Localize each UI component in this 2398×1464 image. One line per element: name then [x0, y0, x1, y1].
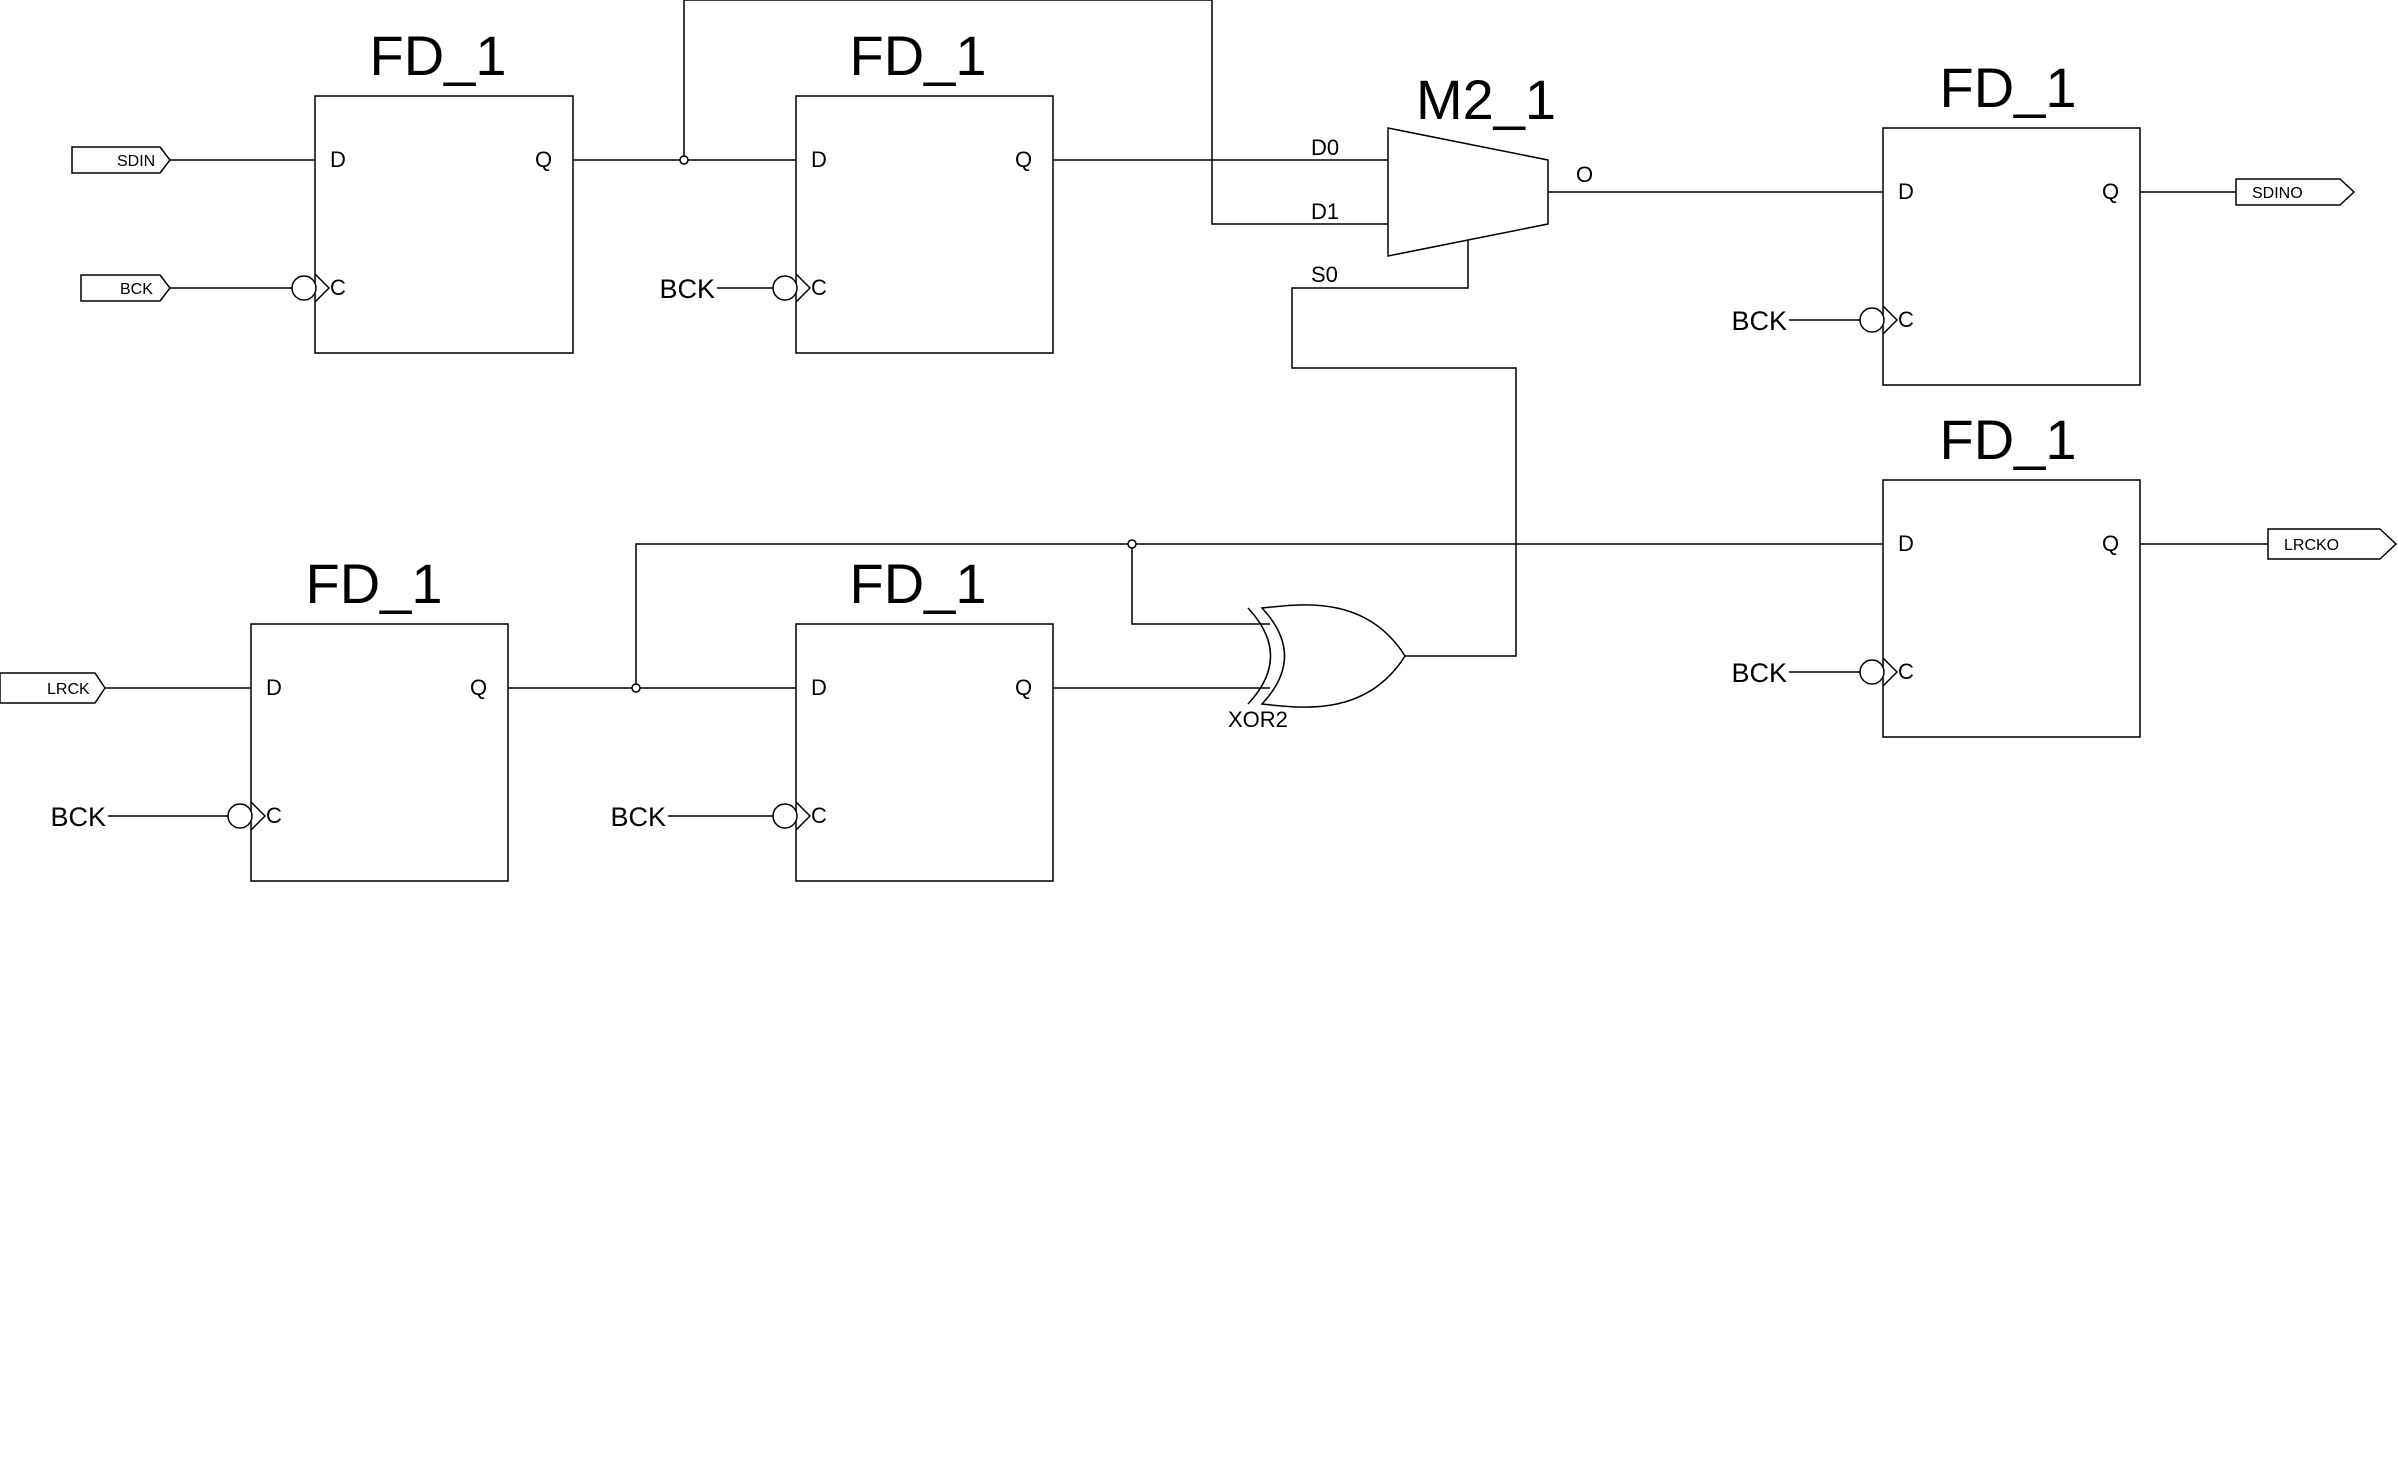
cell-title: FD_1	[1940, 56, 2077, 119]
pin-q-label: Q	[2102, 179, 2119, 204]
input-port-shape	[80, 274, 171, 302]
clock-net-label: BCK	[1731, 306, 1787, 336]
pin-d-label: D	[811, 675, 827, 700]
flip-flop-ff5[interactable]: FD_1 D Q BCK C	[610, 552, 1054, 882]
clock-triangle-icon	[250, 801, 267, 831]
clock-triangle-icon	[795, 273, 812, 303]
pin-d-label: D	[266, 675, 282, 700]
pin-q-label: Q	[1015, 147, 1032, 172]
wires	[105, 0, 2268, 817]
cell-title: FD_1	[850, 24, 987, 87]
pin-d-label: D	[1898, 179, 1914, 204]
xor-gate[interactable]: XOR2	[1228, 604, 1406, 732]
pin-d1-label: D1	[1311, 199, 1339, 224]
cell-body	[314, 95, 574, 354]
output-port-shape	[2267, 528, 2398, 560]
port-label: LRCKO	[2284, 537, 2339, 554]
clock-bubble-icon	[772, 803, 798, 829]
pin-c-label: C	[811, 803, 827, 828]
pin-d-label: D	[330, 147, 346, 172]
mux-m2-1[interactable]: M2_1 D0 D1 S0 O	[1311, 68, 1593, 287]
flip-flop-ff2[interactable]: FD_1 D Q BCK C	[659, 24, 1054, 354]
clock-bubble-icon	[227, 803, 253, 829]
port-sdino[interactable]: SDINO	[2235, 178, 2356, 206]
cell-body	[250, 623, 509, 882]
pin-d0-label: D0	[1311, 135, 1339, 160]
cell-title: FD_1	[850, 552, 987, 615]
pin-q-label: Q	[535, 147, 552, 172]
junction-dot	[631, 683, 641, 693]
pin-c-label: C	[330, 275, 346, 300]
port-label: SDIN	[117, 153, 155, 170]
clock-net-label: BCK	[659, 274, 715, 304]
cell-title: M2_1	[1416, 68, 1556, 131]
flip-flop-ff3[interactable]: FD_1 D Q BCK C	[1731, 56, 2141, 386]
wire-ff1q-mux-d1	[683, 0, 1388, 225]
cell-body	[795, 623, 1054, 882]
port-lrcko[interactable]: LRCKO	[2267, 528, 2398, 560]
clock-bubble-icon	[1859, 307, 1885, 333]
clock-bubble-icon	[772, 275, 798, 301]
input-port-shape	[0, 672, 106, 704]
clock-bubble-icon	[291, 275, 317, 301]
pin-o-label: O	[1576, 162, 1593, 187]
port-label: BCK	[120, 281, 153, 298]
port-label: LRCK	[47, 681, 90, 698]
clock-bubble-icon	[1859, 659, 1885, 685]
cell-title: FD_1	[370, 24, 507, 87]
wire-ff4q-ff6d	[635, 543, 1883, 688]
port-label: SDINO	[2252, 185, 2303, 202]
clock-triangle-icon	[795, 801, 812, 831]
cell-body	[795, 95, 1054, 354]
flip-flop-ff4[interactable]: FD_1 D Q BCK C	[50, 552, 509, 882]
cell-title: XOR2	[1228, 707, 1288, 732]
port-lrck[interactable]: LRCK	[0, 672, 106, 704]
xor-input-curve	[1247, 607, 1272, 705]
flip-flop-ff6[interactable]: FD_1 D Q BCK C	[1731, 408, 2141, 738]
pin-c-label: C	[1898, 307, 1914, 332]
pin-q-label: Q	[2102, 531, 2119, 556]
junction-dot	[1127, 539, 1137, 549]
wire-xor-mux-s0	[1291, 239, 1517, 657]
cell-body	[1882, 479, 2141, 738]
pin-c-label: C	[266, 803, 282, 828]
xor-body	[1260, 604, 1406, 708]
pin-d-label: D	[1898, 531, 1914, 556]
clock-net-label: BCK	[50, 802, 106, 832]
pin-q-label: Q	[1015, 675, 1032, 700]
cell-title: FD_1	[306, 552, 443, 615]
clock-triangle-icon	[1882, 305, 1899, 335]
pin-s0-label: S0	[1311, 262, 1338, 287]
pin-d-label: D	[811, 147, 827, 172]
wire-ff4q-xor-a	[1131, 544, 1270, 625]
pin-q-label: Q	[470, 675, 487, 700]
clock-net-label: BCK	[1731, 658, 1787, 688]
cell-title: FD_1	[1940, 408, 2077, 471]
port-sdin[interactable]: SDIN	[71, 146, 171, 174]
junctions	[631, 155, 1137, 693]
input-port-shape	[71, 146, 171, 174]
clock-triangle-icon	[1882, 657, 1899, 687]
port-bck[interactable]: BCK	[80, 274, 171, 302]
clock-net-label: BCK	[610, 802, 666, 832]
mux-body	[1387, 127, 1549, 257]
pin-c-label: C	[811, 275, 827, 300]
output-port-shape	[2235, 178, 2356, 206]
flip-flop-ff1[interactable]: FD_1 D Q C	[291, 24, 574, 354]
cell-body	[1882, 127, 2141, 386]
pin-c-label: C	[1898, 659, 1914, 684]
junction-dot	[679, 155, 689, 165]
clock-triangle-icon	[314, 273, 331, 303]
